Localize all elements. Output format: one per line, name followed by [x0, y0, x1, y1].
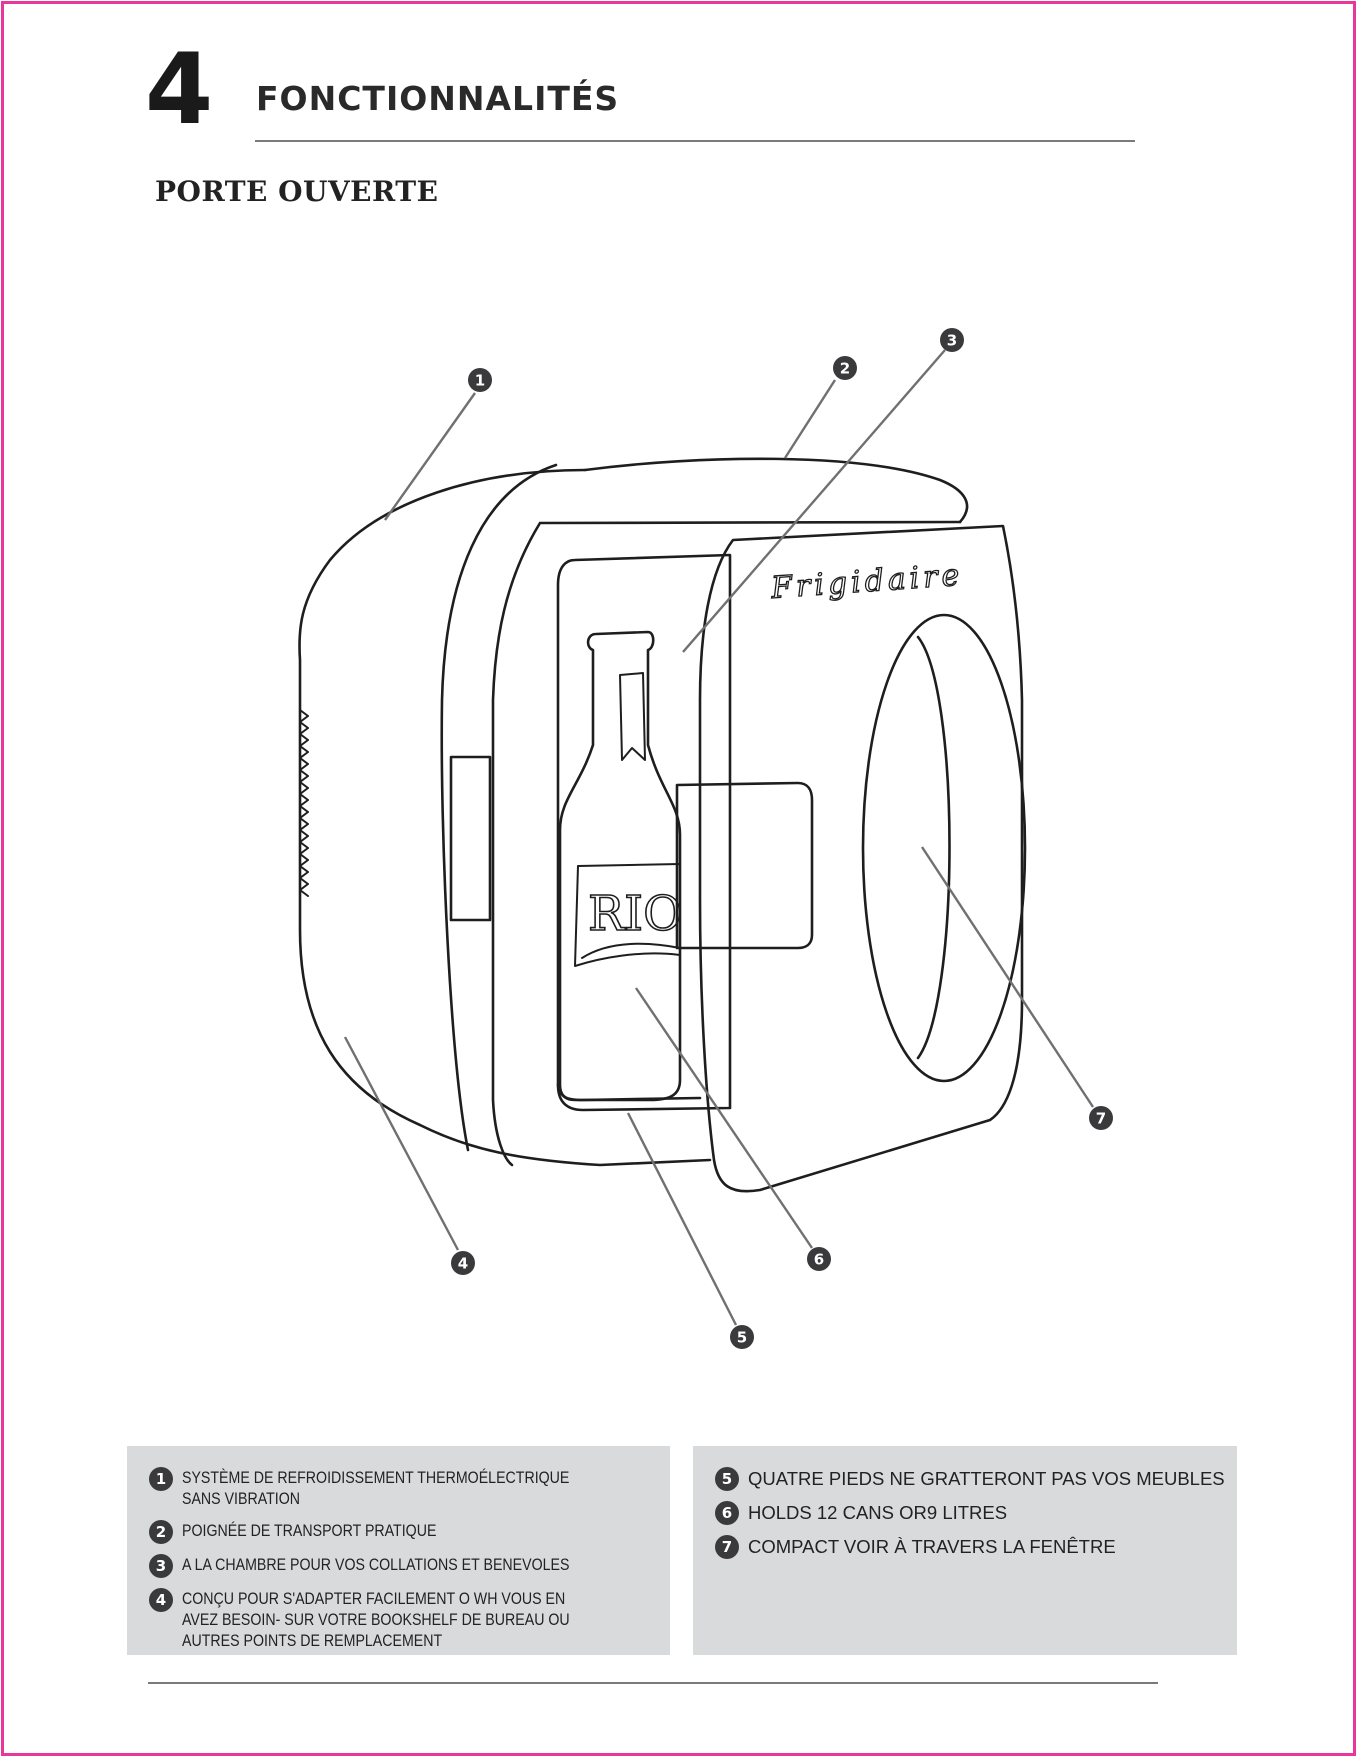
legend-badge: 1	[149, 1467, 173, 1491]
svg-text:5: 5	[737, 1329, 747, 1347]
callout-7: 7	[1089, 1106, 1113, 1130]
svg-text:2: 2	[840, 360, 850, 378]
leader-line-6	[635, 987, 813, 1249]
legend-text: COMPACT VOIR À TRAVERS LA FENÊTRE	[748, 1536, 1116, 1557]
title-divider	[255, 140, 1135, 142]
leader-line-2	[783, 379, 837, 459]
carry-handle	[583, 457, 969, 524]
leader-line-7	[920, 846, 1095, 1108]
legend-item-5: 5 QUATRE PIEDS NE GRATTERONT PAS VOS MEU…	[715, 1467, 1237, 1491]
legend-item-7: 7 COMPACT VOIR À TRAVERS LA FENÊTRE	[715, 1535, 1237, 1559]
callout-5: 5	[730, 1325, 754, 1349]
callout-3: 3	[940, 328, 964, 352]
legend-text: POIGNÉE DE TRANSPORT PRATIQUE	[182, 1522, 437, 1540]
svg-text:3: 3	[947, 332, 957, 350]
page-subtitle: PORTE OUVERTE	[155, 175, 439, 208]
open-door	[698, 524, 1024, 1193]
cabinet-front	[491, 520, 962, 1167]
door-window	[861, 613, 1027, 1083]
svg-text:6: 6	[814, 1251, 824, 1269]
legend-badge: 5	[715, 1467, 739, 1491]
legend-text: SYSTÈME DE REFROIDISSEMENT THERMOÉLECTRI…	[182, 1469, 570, 1508]
legend-item-4: 4 CONÇU POUR S'ADAPTER FACILEMENT O WH V…	[149, 1588, 670, 1652]
callout-2: 2	[833, 356, 857, 380]
leader-line-5	[626, 1112, 738, 1326]
door-handle	[675, 781, 814, 950]
legend-item-1: 1 SYSTÈME DE REFROIDISSEMENT THERMOÉLECT…	[149, 1467, 670, 1510]
brand-logo: Frigidaire	[769, 558, 964, 606]
leader-line-3	[682, 349, 946, 653]
legend-panel-left: 1 SYSTÈME DE REFROIDISSEMENT THERMOÉLECT…	[127, 1446, 670, 1655]
legend-item-2: 2 POIGNÉE DE TRANSPORT PRATIQUE	[149, 1520, 670, 1544]
leader-line-1	[384, 392, 476, 521]
section-title: FONCTIONNALITÉS	[256, 79, 620, 118]
fridge-illustration: RIO Frigidaire 1 2 3 4 5 6 7	[298, 328, 1113, 1349]
section-number: 4	[145, 33, 214, 147]
callout-6: 6	[807, 1247, 831, 1271]
legend-item-3: 3 A LA CHAMBRE POUR VOS COLLATIONS ET BE…	[149, 1554, 670, 1578]
legend-badge: 6	[715, 1501, 739, 1525]
leader-line-4	[343, 1036, 460, 1251]
legend-text: HOLDS 12 CANS OR9 LITRES	[748, 1502, 1008, 1523]
legend-badge: 7	[715, 1535, 739, 1559]
vent-grille	[299, 709, 309, 897]
legend-panel-right: 5 QUATRE PIEDS NE GRATTERONT PAS VOS MEU…	[693, 1446, 1237, 1655]
footer-divider	[148, 1682, 1158, 1684]
legend-text: CONÇU POUR S'ADAPTER FACILEMENT O WH VOU…	[182, 1590, 570, 1650]
legend-item-6: 6 HOLDS 12 CANS OR9 LITRES	[715, 1501, 1237, 1525]
legend-badge: 4	[149, 1588, 173, 1612]
legend-badge: 3	[149, 1554, 173, 1578]
bottle	[558, 630, 682, 1102]
legend-badge: 2	[149, 1520, 173, 1544]
body-rim	[440, 463, 558, 1152]
bottle-label-swoosh	[581, 942, 681, 959]
svg-text:1: 1	[475, 372, 485, 390]
door-window-inner	[916, 635, 951, 1060]
callout-4: 4	[451, 1251, 475, 1275]
legend-text: A LA CHAMBRE POUR VOS COLLATIONS ET BENE…	[182, 1556, 570, 1574]
bottle-label	[574, 863, 681, 967]
svg-text:4: 4	[458, 1255, 468, 1273]
bottle-label-text: RIO	[588, 886, 682, 942]
legend-text: QUATRE PIEDS NE GRATTERONT PAS VOS MEUBL…	[748, 1468, 1225, 1489]
svg-text:7: 7	[1096, 1110, 1106, 1128]
fridge-body	[298, 468, 712, 1167]
callout-1: 1	[468, 368, 492, 392]
bottle-neck-label	[619, 672, 646, 761]
side-latch	[449, 755, 492, 922]
